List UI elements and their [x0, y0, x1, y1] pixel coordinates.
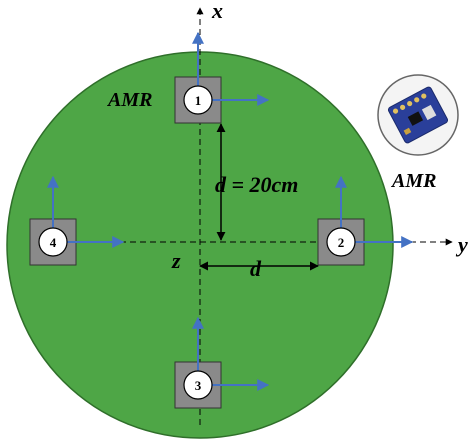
- sensor-3-number: 3: [195, 378, 202, 393]
- x-axis-label: x: [211, 0, 223, 23]
- sensor-3: 3: [174, 316, 270, 409]
- amr-label-right: AMR: [390, 170, 436, 192]
- amr-chip-illustration: [377, 74, 459, 156]
- sensor-4-number: 4: [50, 235, 57, 250]
- amr-label-left: AMR: [106, 89, 152, 111]
- sensor-1: 1: [174, 31, 270, 124]
- sensor-2-number: 2: [338, 235, 345, 250]
- y-axis-label: y: [455, 232, 468, 257]
- distance-equation-label: d = 20cm: [215, 172, 298, 197]
- sensor-1-number: 1: [195, 93, 202, 108]
- sensor-4: 4: [29, 175, 125, 266]
- sensor-2: 2: [317, 175, 414, 266]
- z-axis-label: z: [171, 248, 181, 273]
- distance-d-label: d: [250, 256, 262, 281]
